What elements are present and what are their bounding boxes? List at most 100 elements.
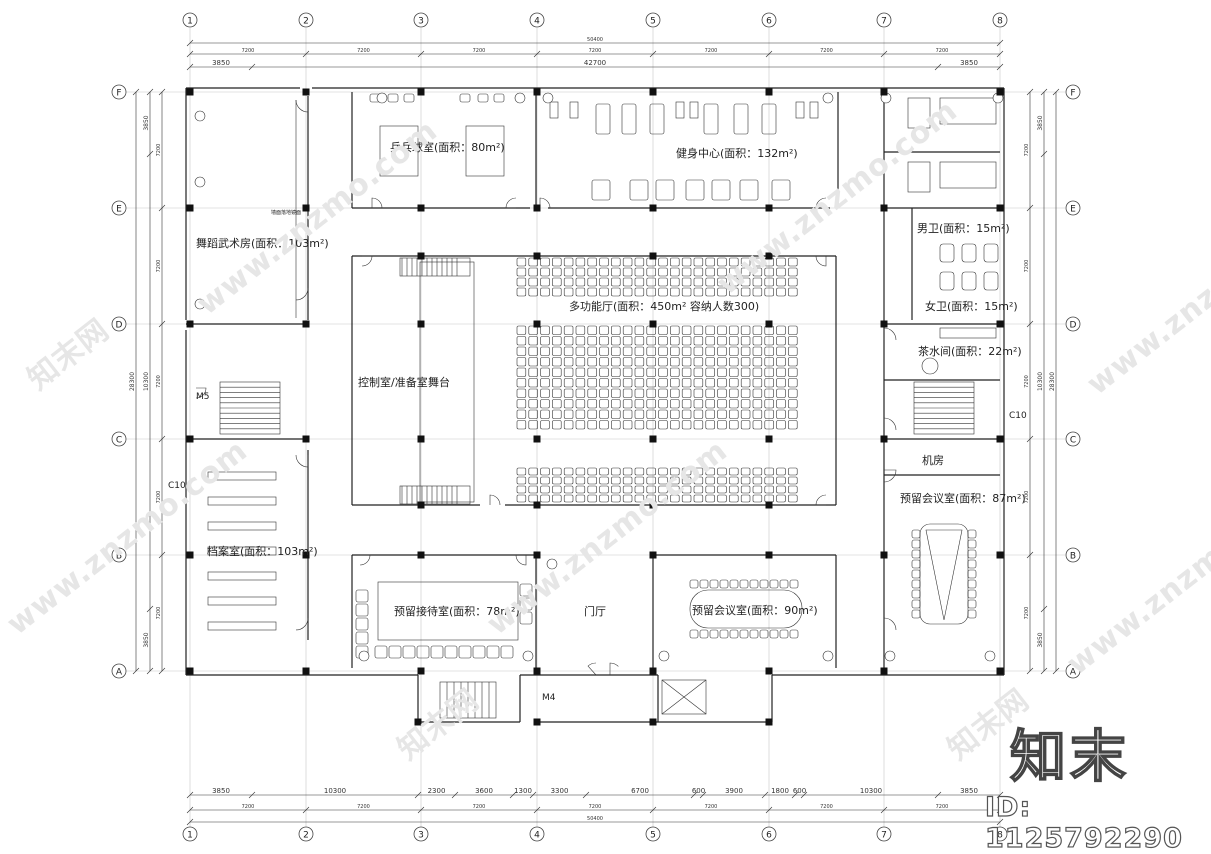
auditorium-seat	[788, 357, 798, 367]
auditorium-seat	[658, 287, 668, 297]
dimension-tick	[649, 50, 657, 58]
axis-bubble	[298, 12, 314, 28]
dimension-tick	[302, 50, 310, 58]
pingpong-table	[379, 125, 419, 177]
room-label-pingpong: 乒乓球室(面积：80m²)	[390, 140, 505, 154]
auditorium-seat	[540, 378, 550, 388]
dimension-label: 28300	[129, 372, 136, 391]
axis-bubble-label: C	[1070, 436, 1076, 446]
auditorium-seat	[717, 325, 727, 335]
auditorium-seat	[658, 267, 668, 277]
sofa-seat	[486, 645, 500, 659]
dimension-tick	[1026, 551, 1034, 559]
label-m4: M4	[542, 693, 556, 703]
auditorium-seat	[764, 367, 774, 377]
auditorium-seat	[587, 378, 597, 388]
auditorium-seat	[646, 287, 656, 297]
chair	[789, 579, 799, 589]
auditorium-seat	[705, 367, 715, 377]
auditorium-seat	[516, 267, 527, 277]
chair	[719, 579, 729, 589]
auditorium-seat	[729, 388, 739, 398]
dimension-tick	[996, 818, 1004, 826]
auditorium-seat	[670, 367, 680, 377]
auditorium-seat	[788, 485, 798, 494]
dimension-tick	[158, 435, 166, 443]
auditorium-seat	[611, 476, 621, 485]
auditorium-seat	[622, 399, 633, 409]
room-label-dance: 舞蹈武术房(面积：103m²)	[196, 237, 329, 250]
auditorium-seat	[540, 485, 550, 494]
axis-bubble-label: B	[1070, 552, 1076, 562]
auditorium-seat	[587, 257, 597, 267]
chair	[911, 609, 921, 619]
column	[186, 320, 194, 328]
axis-bubble-label: A	[116, 668, 123, 678]
auditorium-seat	[670, 485, 680, 494]
auditorium-seat	[764, 420, 774, 430]
auditorium-seat	[575, 378, 586, 388]
walls	[185, 87, 1005, 723]
auditorium-seat	[705, 399, 715, 409]
door-swing	[815, 197, 827, 209]
auditorium-seat	[693, 409, 704, 419]
auditorium-seat	[764, 485, 774, 494]
dimension-tick	[1026, 667, 1034, 675]
column	[996, 204, 1004, 212]
axis-bubble-label: D	[1070, 321, 1077, 331]
fixture	[907, 161, 931, 193]
auditorium-seat	[552, 357, 562, 367]
auditorium-seat	[611, 485, 621, 494]
auditorium-seat	[646, 378, 656, 388]
auditorium-seat	[681, 409, 692, 419]
auditorium-seat	[752, 357, 763, 367]
column	[880, 667, 888, 675]
auditorium-seat	[622, 357, 633, 367]
dimension-tick	[1026, 204, 1034, 212]
auditorium-seat	[658, 409, 668, 419]
dimension-tick	[1026, 435, 1034, 443]
door-swing	[883, 469, 897, 483]
auditorium-seat	[587, 346, 597, 356]
auditorium-seat	[599, 494, 609, 503]
axis-bubble-label: C	[116, 436, 122, 446]
auditorium-seat	[528, 367, 538, 377]
auditorium-seat	[658, 494, 668, 503]
toilet-stall	[983, 271, 999, 291]
column	[880, 88, 888, 96]
auditorium-seat	[705, 267, 715, 277]
dimension-tick	[934, 791, 942, 799]
auditorium-seat	[740, 485, 751, 494]
dimension-label: 3850	[960, 59, 978, 67]
auditorium-seat	[575, 399, 586, 409]
auditorium-seat	[516, 257, 527, 267]
column	[996, 551, 1004, 559]
column	[649, 551, 657, 559]
chair	[967, 589, 977, 599]
auditorium-seat	[528, 494, 538, 503]
auditorium-seat	[740, 467, 751, 476]
auditorium-seat	[658, 336, 668, 346]
door-swing	[295, 287, 309, 301]
chair	[911, 549, 921, 559]
auditorium-seat	[670, 287, 680, 297]
axis-bubble	[761, 826, 777, 842]
auditorium-seat	[670, 467, 680, 476]
auditorium-seat	[622, 287, 633, 297]
auditorium-seat	[788, 346, 798, 356]
chair	[493, 93, 505, 103]
auditorium-seat	[752, 467, 763, 476]
auditorium-seat	[528, 267, 538, 277]
auditorium-seat	[705, 287, 715, 297]
auditorium-seat	[776, 485, 786, 494]
auditorium-seat	[658, 467, 668, 476]
auditorium-seat	[776, 409, 786, 419]
axis-bubble	[111, 84, 127, 100]
auditorium-seat	[552, 257, 562, 267]
column	[533, 501, 541, 509]
auditorium-seat	[752, 336, 763, 346]
dimension-tick	[1052, 667, 1060, 675]
dimension-tick	[158, 204, 166, 212]
axis-bubble	[761, 12, 777, 28]
auditorium-seat	[646, 267, 656, 277]
